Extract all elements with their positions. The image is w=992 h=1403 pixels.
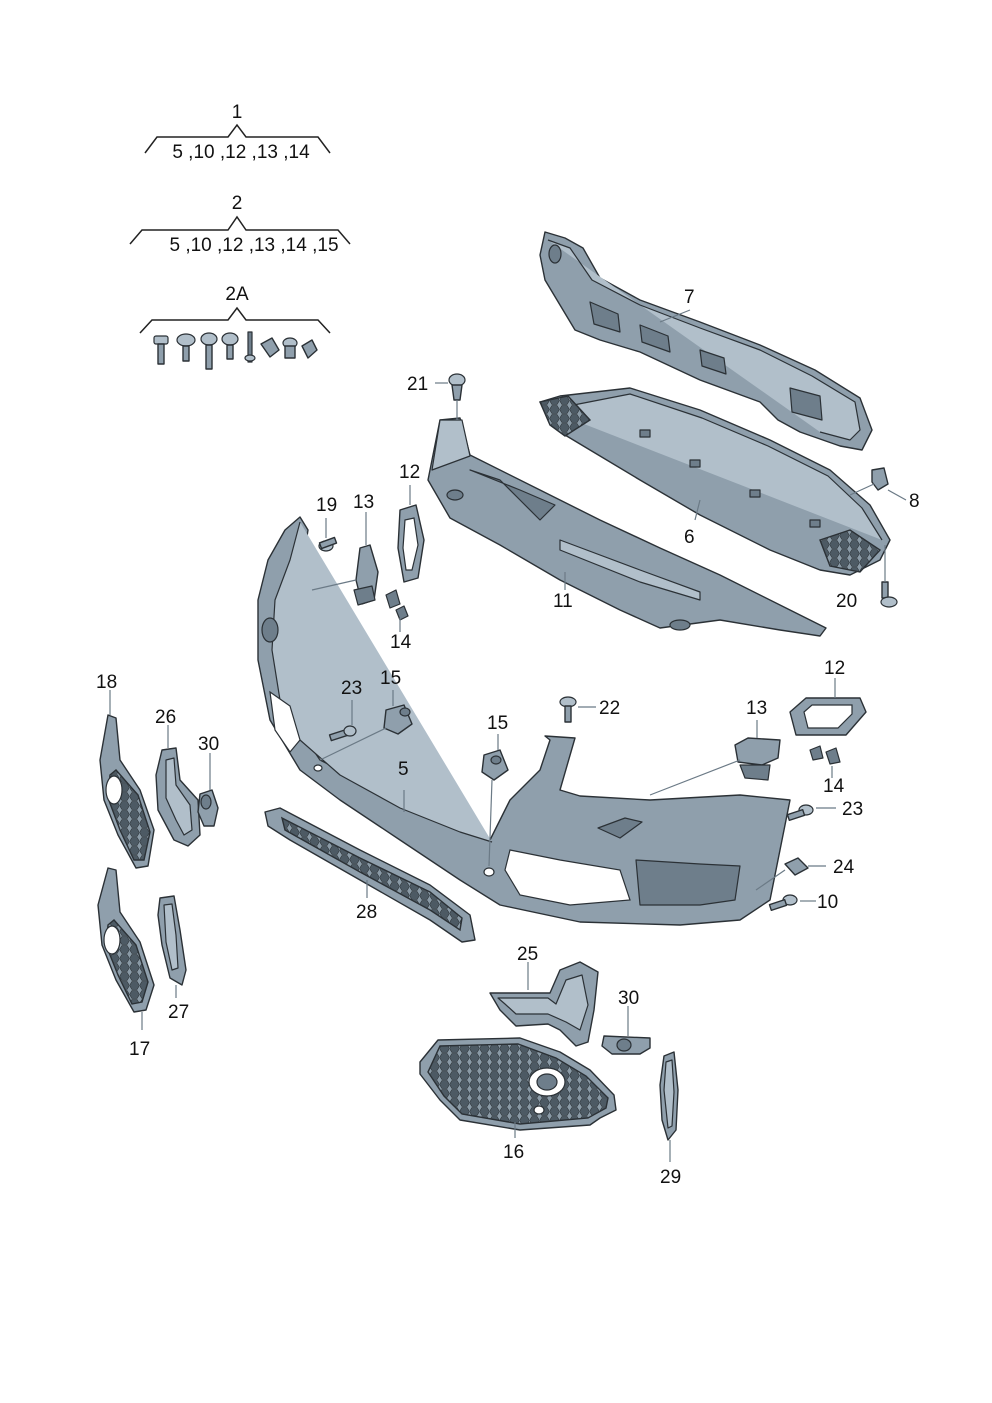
callout-6: 6 (684, 527, 695, 548)
callout-20: 20 (836, 591, 857, 612)
callout-26: 26 (155, 707, 176, 728)
fog-lamp-grille-16 (419, 1037, 617, 1131)
callout-19: 19 (316, 495, 337, 516)
callout-15-left: 15 (380, 668, 401, 689)
clip-icon (260, 337, 280, 358)
callout-13-left: 13 (353, 492, 374, 513)
kit-2a-fasteners (153, 331, 318, 370)
trim-strip-29 (659, 1051, 679, 1141)
washer-cap-right (734, 737, 781, 781)
callout-23-right: 23 (842, 799, 863, 820)
screw-10 (768, 894, 798, 912)
washer-frame-right (789, 697, 867, 736)
screw-22 (559, 696, 577, 723)
clip-nut-8 (871, 467, 889, 491)
callout-14-left: 14 (390, 632, 412, 653)
callout-23-left: 23 (341, 678, 362, 699)
callout-28: 28 (356, 902, 377, 923)
spring-clip-right (809, 745, 841, 765)
screw-23-left (328, 725, 357, 742)
screw-icon (200, 332, 218, 370)
screw-icon (221, 332, 239, 360)
bracket-15-left (383, 704, 413, 735)
side-grille-18 (99, 714, 155, 869)
kit-2a-brace: 2A (139, 284, 331, 334)
callout-15-center: 15 (487, 713, 508, 734)
clip-icon (301, 339, 318, 359)
impact-absorber (539, 231, 873, 451)
callout-25: 25 (517, 944, 538, 965)
callout-11: 11 (553, 591, 573, 612)
callout-30-lower: 30 (618, 988, 639, 1009)
carrier-tray (539, 387, 891, 576)
callout-14-right: 14 (823, 776, 845, 797)
kit-1-contents: 5 ,10 ,12 ,13 ,14 (172, 142, 310, 163)
callout-29: 29 (660, 1167, 681, 1188)
washer-cap-left (353, 544, 379, 606)
callout-22: 22 (599, 698, 620, 719)
callout-30-left: 30 (198, 734, 219, 755)
sensor-holder-30-left (197, 789, 219, 827)
bracket-26 (155, 747, 201, 847)
callout-12-right: 12 (824, 658, 845, 679)
callout-27: 27 (168, 1002, 189, 1023)
kit-2-contents: 5 ,10 ,12 ,13 ,14 ,15 (169, 235, 338, 256)
callout-10: 10 (817, 892, 838, 913)
bumper-cover (257, 516, 791, 926)
callout-21: 21 (407, 374, 428, 395)
kit-1-brace: 1 5 ,10 ,12 ,13 ,14 (144, 102, 331, 163)
rivet-icon (244, 331, 256, 363)
grille-frame-25 (489, 961, 599, 1047)
kit-2-number: 2 (232, 193, 243, 214)
side-grille-17 (97, 867, 155, 1013)
bracket-27 (157, 895, 187, 986)
nut-icon (282, 337, 298, 359)
callout-18: 18 (96, 672, 117, 693)
callout-16: 16 (503, 1142, 524, 1163)
screw-icon (153, 335, 169, 365)
clip-nut-24 (784, 857, 809, 876)
washer-frame-left (397, 504, 425, 583)
screw-icon (176, 333, 196, 362)
screw-19 (318, 536, 338, 552)
rivet-21 (448, 373, 466, 401)
callout-12-left: 12 (399, 462, 420, 483)
callout-7: 7 (684, 287, 695, 308)
callout-13-right: 13 (746, 698, 767, 719)
callout-5: 5 (398, 759, 409, 780)
kit-2-brace: 2 5 ,10 ,12 ,13 ,14 ,15 (129, 193, 351, 256)
bracket-15-center (481, 749, 509, 781)
callout-17: 17 (129, 1039, 150, 1060)
screw-23-right (786, 804, 814, 822)
spring-clip-left (385, 589, 409, 621)
upper-cover-strip (427, 417, 827, 637)
screw-20 (880, 581, 898, 608)
kit-2a-number: 2A (225, 284, 249, 305)
sensor-holder-30-lower (601, 1035, 651, 1055)
lower-grille-strip (264, 807, 476, 943)
callout-24: 24 (833, 857, 855, 878)
callout-8: 8 (909, 491, 920, 512)
kit-1-number: 1 (232, 102, 243, 123)
